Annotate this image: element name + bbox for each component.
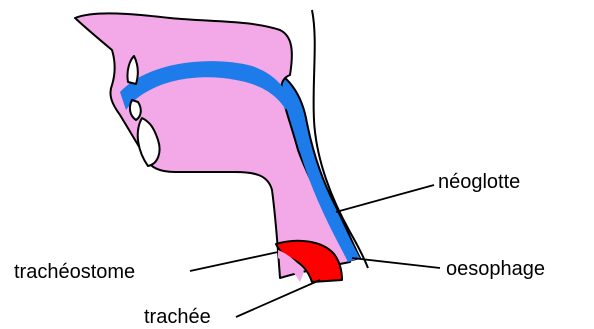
label-oesophage: oesophage xyxy=(446,258,545,280)
lip-tooth-small xyxy=(130,100,141,120)
trachee-leader xyxy=(236,280,320,317)
tracheostome-leader xyxy=(190,252,278,271)
label-tracheostome: trachéostome xyxy=(14,261,135,283)
neoglotte-leader xyxy=(336,185,434,212)
label-neoglotte: néoglotte xyxy=(438,171,520,193)
label-trachee: trachée xyxy=(144,306,211,328)
